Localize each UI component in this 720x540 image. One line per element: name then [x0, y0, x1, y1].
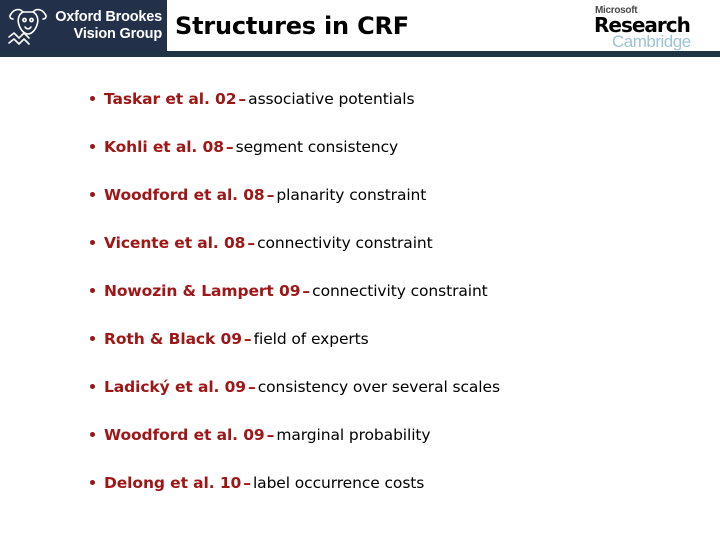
dash-separator: – [266, 426, 275, 444]
description-label: associative potentials [248, 90, 415, 108]
bullet-text: Woodford et al. 08–planarity constraint [104, 186, 710, 205]
logo-line-2: Vision Group [73, 26, 163, 42]
research-wordmark: Research [594, 13, 691, 37]
list-item: Woodford et al. 08–planarity constraint [90, 186, 710, 234]
bullet-text: Woodford et al. 09–marginal probability [104, 426, 710, 445]
bullet-text: Nowozin & Lampert 09–connectivity constr… [104, 282, 710, 301]
list-item: Taskar et al. 02–associative potentials [90, 90, 710, 138]
citation-label: Woodford et al. 08 [104, 186, 265, 204]
citation-label: Taskar et al. 02 [104, 90, 237, 108]
bullet-text: Kohli et al. 08–segment consistency [104, 138, 710, 157]
dash-separator: – [302, 282, 311, 300]
citation-label: Vicente et al. 08 [104, 234, 246, 252]
list-item: Delong et al. 10–label occurrence costs [90, 474, 710, 522]
dash-separator: – [225, 138, 234, 156]
description-label: marginal probability [276, 426, 431, 444]
description-label: field of experts [253, 330, 369, 348]
cambridge-wordmark: Cambridge [612, 32, 691, 51]
description-label: planarity constraint [276, 186, 427, 204]
list-item: Roth & Black 09–field of experts [90, 330, 710, 378]
bullet-dot-icon [90, 384, 95, 389]
microsoft-research-cambridge-logo: Microsoft Research Cambridge [594, 5, 712, 51]
page-title: Structures in CRF [175, 12, 409, 40]
list-item: Vicente et al. 08–connectivity constrain… [90, 234, 710, 282]
dash-separator: – [248, 378, 256, 396]
description-label: label occurrence costs [252, 474, 425, 492]
ox-head-and-waves-icon [4, 4, 52, 48]
bullet-dot-icon [90, 192, 95, 197]
dash-separator: – [243, 330, 252, 348]
description-label: connectivity constraint [257, 234, 433, 252]
bullet-dot-icon [90, 432, 95, 437]
logo-line-1: Oxford Brookes [55, 9, 162, 25]
description-label: connectivity constraint [312, 282, 488, 300]
bullet-dot-icon [90, 96, 95, 101]
list-item: Kohli et al. 08–segment consistency [90, 138, 710, 186]
description-label: consistency over several scales [257, 378, 500, 396]
citation-label: Woodford et al. 09 [104, 426, 265, 444]
bullet-dot-icon [90, 144, 95, 149]
dash-separator: – [247, 234, 256, 252]
dash-separator: – [266, 186, 275, 204]
list-item: Nowozin & Lampert 09–connectivity constr… [90, 282, 710, 330]
oxford-brookes-logo-text: Oxford Brookes Vision Group [52, 9, 167, 43]
dash-separator: – [243, 474, 251, 492]
oxford-brookes-vision-group-logo: Oxford Brookes Vision Group [0, 0, 167, 52]
description-label: segment consistency [235, 138, 399, 156]
bullet-text: Vicente et al. 08–connectivity constrain… [104, 234, 710, 253]
microsoft-wordmark: Microsoft [595, 5, 638, 16]
bullet-dot-icon [90, 288, 95, 293]
bullet-dot-icon [90, 336, 95, 341]
bullet-dot-icon [90, 240, 95, 245]
citation-label: Nowozin & Lampert 09 [104, 282, 301, 300]
slide-header: Oxford Brookes Vision Group Structures i… [0, 0, 720, 57]
citation-label: Delong et al. 10 [104, 474, 242, 492]
list-item: Woodford et al. 09–marginal probability [90, 426, 710, 474]
header-divider [0, 51, 720, 57]
citation-label: Ladický et al. 09 [104, 378, 246, 396]
list-item: Ladický et al. 09–consistency over sever… [90, 378, 710, 426]
bullet-dot-icon [90, 480, 95, 485]
bullet-text: Ladický et al. 09–consistency over sever… [104, 378, 710, 397]
bullet-text: Delong et al. 10–label occurrence costs [104, 474, 710, 493]
citation-label: Roth & Black 09 [104, 330, 242, 348]
bullet-text: Roth & Black 09–field of experts [104, 330, 710, 349]
bullet-text: Taskar et al. 02–associative potentials [104, 90, 710, 109]
citation-label: Kohli et al. 08 [104, 138, 224, 156]
dash-separator: – [238, 90, 247, 108]
slide-content: Taskar et al. 02–associative potentials … [0, 57, 720, 540]
reference-bullet-list: Taskar et al. 02–associative potentials … [90, 90, 710, 522]
